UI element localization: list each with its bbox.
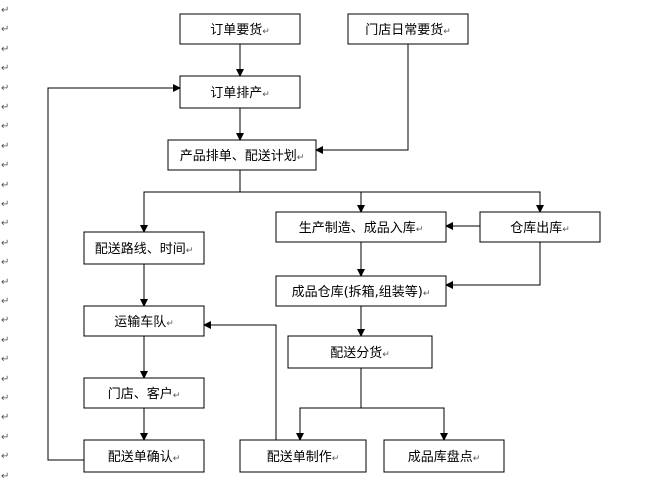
box-label: 运输车队↵ [114,314,174,330]
box-label: 门店、客户↵ [108,386,181,402]
box-label: 配送分货↵ [330,345,390,361]
box-frame [239,439,367,473]
connector-lines [47,44,544,461]
arrow-plan-to-production [240,191,365,213]
paragraph-mark: ↵ [262,90,270,100]
box-frame [479,211,601,243]
margin-paragraph-mark: ↵ [1,412,10,423]
margin-paragraph-mark: ↵ [1,160,10,171]
box-frame [347,13,469,45]
box-frame [83,305,205,337]
margin-paragraph-mark: ↵ [1,141,10,152]
box-label: 成品库盘点↵ [408,449,481,465]
arrow-plan-to-outbound [240,191,544,213]
process-boxes: 订单要货↵ 门店日常要货↵ 订单排产↵ 产品排单、配送计划↵ 配送路线、时间↵ 生产制造、… [83,13,601,473]
paragraph-mark: ↵ [173,391,181,401]
margin-paragraph-mark: ↵ [1,44,10,55]
box-order-request: 订单要货↵ [179,13,301,45]
paragraph-mark: ↵ [443,27,451,37]
box-finished-goods-inventory: 成品库盘点↵ [383,439,505,473]
box-store-daily-request: 门店日常要货↵ [347,13,469,45]
margin-paragraph-mark: ↵ [1,5,10,16]
margin-paragraph-mark: ↵ [1,296,10,307]
box-label: 配送单制作↵ [267,450,340,465]
box-label: 配送路线、时间↵ [95,241,194,257]
margin-paragraph-mark: ↵ [1,83,10,94]
box-product-schedule-delivery-plan: 产品排单、配送计划↵ [167,139,317,171]
box-frame [83,231,205,265]
margin-paragraph-mark: ↵ [1,63,10,74]
margin-paragraph-mark: ↵ [1,432,10,443]
box-label: 配送单确认↵ [108,450,181,465]
box-frame [383,439,505,473]
margin-paragraph-mark: ↵ [1,374,10,385]
paragraph-mark: ↵ [562,225,570,235]
box-finished-goods-warehouse: 成品仓库(拆箱,组装等)↵ [275,275,447,307]
arrow-confirmation-to-scheduling [47,84,181,461]
box-label: 订单排产↵ [210,86,270,101]
margin-paragraph-mark: ↵ [1,257,10,268]
box-frame [167,139,317,171]
box-warehouse-outbound: 仓库出库↵ [479,211,601,243]
paragraph-mark: ↵ [382,350,390,360]
paragraph-mark: ↵ [297,153,305,163]
arrow-distribution-to-order-creation [296,407,361,441]
margin-paragraph-mark: ↵ [1,199,10,210]
paragraph-mark-column: ↵ ↵ ↵ ↵ ↵ ↵ ↵ ↵ ↵ ↵ ↵ ↵ ↵ ↵ ↵ ↵ ↵ ↵ ↵ ↵ ↵ ↵ ↵ ↵ ↵ [0,0,14,493]
box-frame [83,377,205,409]
margin-paragraph-mark: ↵ [1,354,10,365]
box-delivery-confirmation: 配送单确认↵ [83,439,205,473]
margin-paragraph-mark: ↵ [1,180,10,191]
paragraph-mark: ↵ [166,319,174,329]
margin-paragraph-mark: ↵ [1,335,10,346]
margin-paragraph-mark: ↵ [1,102,10,113]
box-frame [287,335,433,369]
margin-paragraph-mark: ↵ [1,471,10,482]
box-frame [179,13,301,45]
box-label: 生产制造、成品入库↵ [299,220,424,236]
paragraph-mark: ↵ [473,454,481,464]
box-frame [179,75,301,109]
arrow-order-creation-to-fleet [203,321,277,440]
margin-paragraph-mark: ↵ [1,393,10,404]
box-label: 门店日常要货↵ [365,22,451,38]
box-label: 产品排单、配送计划↵ [180,149,305,164]
box-label: 成品仓库(拆箱,组装等)↵ [292,284,431,300]
arrow-distribution-to-inventory [361,407,448,441]
box-delivery-distribution: 配送分货↵ [287,335,433,369]
paragraph-mark: ↵ [416,225,424,235]
box-delivery-order-creation: 配送单制作↵ [239,439,367,473]
box-frame [275,211,447,243]
paragraph-mark: ↵ [262,27,270,37]
box-production-warehousing: 生产制造、成品入库↵ [275,211,447,243]
margin-paragraph-mark: ↵ [1,24,10,35]
box-delivery-route-time: 配送路线、时间↵ [83,231,205,265]
paragraph-mark: ↵ [186,246,194,256]
margin-paragraph-mark: ↵ [1,218,10,229]
box-frame [275,275,447,307]
box-transport-fleet: 运输车队↵ [83,305,205,337]
margin-paragraph-mark: ↵ [1,451,10,462]
arrow-plan-to-route [140,191,240,233]
box-store-customer: 门店、客户↵ [83,377,205,409]
paragraph-mark: ↵ [332,454,340,464]
arrow-store-daily-to-plan [315,44,409,154]
margin-paragraph-mark: ↵ [1,277,10,288]
arrow-outbound-to-warehouse [445,242,541,289]
paragraph-mark: ↵ [423,289,431,299]
box-order-scheduling: 订单排产↵ [179,75,301,109]
box-frame [83,439,205,473]
box-label: 订单要货↵ [210,22,270,38]
paragraph-mark: ↵ [173,454,181,464]
box-label: 仓库出库↵ [510,220,570,236]
margin-paragraph-mark: ↵ [1,121,10,132]
margin-paragraph-mark: ↵ [1,315,10,326]
margin-paragraph-mark: ↵ [1,238,10,249]
